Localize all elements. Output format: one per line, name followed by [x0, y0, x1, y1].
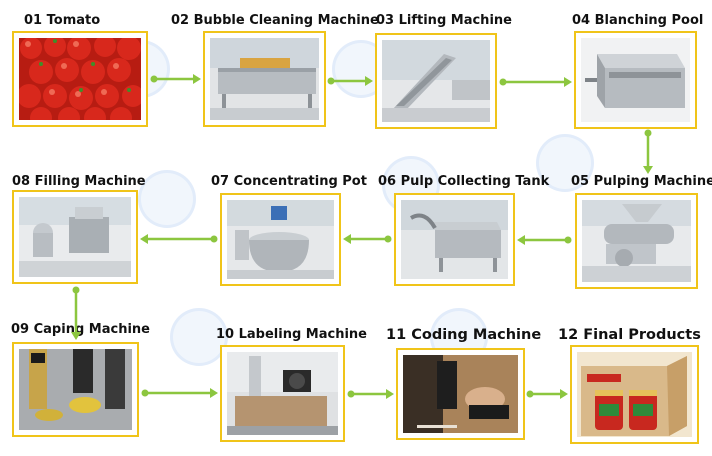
step-label-12: 12 Final Products	[558, 327, 701, 343]
step-label-05: 05 Pulping Machine	[571, 174, 712, 189]
coding-machine-icon	[403, 355, 518, 433]
step-06-frame	[394, 193, 515, 286]
tomato-icon	[19, 38, 141, 120]
labeling-machine-photo	[227, 352, 338, 435]
pulping-machine-icon	[582, 200, 691, 282]
concentrating-pot-photo	[227, 200, 334, 279]
blanching-pool-icon	[585, 54, 685, 108]
concentrating-pot-icon	[227, 200, 334, 279]
filling-machine-icon	[19, 197, 131, 277]
step-01-frame	[12, 31, 148, 127]
step-09-frame	[12, 342, 139, 437]
watermark-logo	[536, 134, 594, 192]
step-04-frame	[574, 31, 697, 129]
step-label-04: 04 Blanching Pool	[572, 13, 704, 28]
step-label-10: 10 Labeling Machine	[216, 327, 367, 342]
watermark-logo	[138, 170, 196, 228]
filling-machine-photo	[19, 197, 131, 277]
bubble-cleaning-machine-icon	[210, 38, 319, 120]
step-label-01: 01 Tomato	[24, 13, 101, 28]
pulp-collecting-tank-photo	[401, 200, 508, 279]
step-03-frame	[375, 33, 497, 129]
coding-machine-photo	[403, 355, 518, 433]
step-12-frame	[570, 345, 699, 444]
watermark-logo	[170, 308, 228, 366]
labeling-machine-icon	[227, 352, 338, 435]
step-11-frame	[396, 348, 525, 440]
final-products-icon	[581, 356, 687, 436]
caping-machine-photo	[19, 349, 132, 430]
step-label-08: 08 Filling Machine	[12, 174, 146, 189]
step-label-02: 02 Bubble Cleaning Machine	[171, 13, 379, 28]
step-02-frame	[203, 31, 326, 127]
step-label-07: 07 Concentrating Pot	[211, 174, 367, 189]
pulp-collecting-tank-icon	[401, 200, 508, 272]
step-label-09: 09 Caping Machine	[11, 322, 150, 337]
step-05-frame	[575, 193, 698, 289]
blanching-pool-photo	[581, 38, 690, 122]
final-products-photo	[577, 352, 692, 437]
lifting-machine-icon	[382, 40, 490, 122]
step-10-frame	[220, 345, 345, 442]
caping-machine-icon	[19, 349, 132, 430]
lifting-machine-photo	[382, 40, 490, 122]
tomato-photo	[19, 38, 141, 120]
bubble-cleaning-machine-photo	[210, 38, 319, 120]
step-label-11: 11 Coding Machine	[386, 327, 542, 343]
step-07-frame	[220, 193, 341, 286]
step-label-06: 06 Pulp Collecting Tank	[378, 174, 550, 189]
step-08-frame	[12, 190, 138, 284]
step-label-03: 03 Lifting Machine	[376, 13, 512, 28]
pulping-machine-photo	[582, 200, 691, 282]
